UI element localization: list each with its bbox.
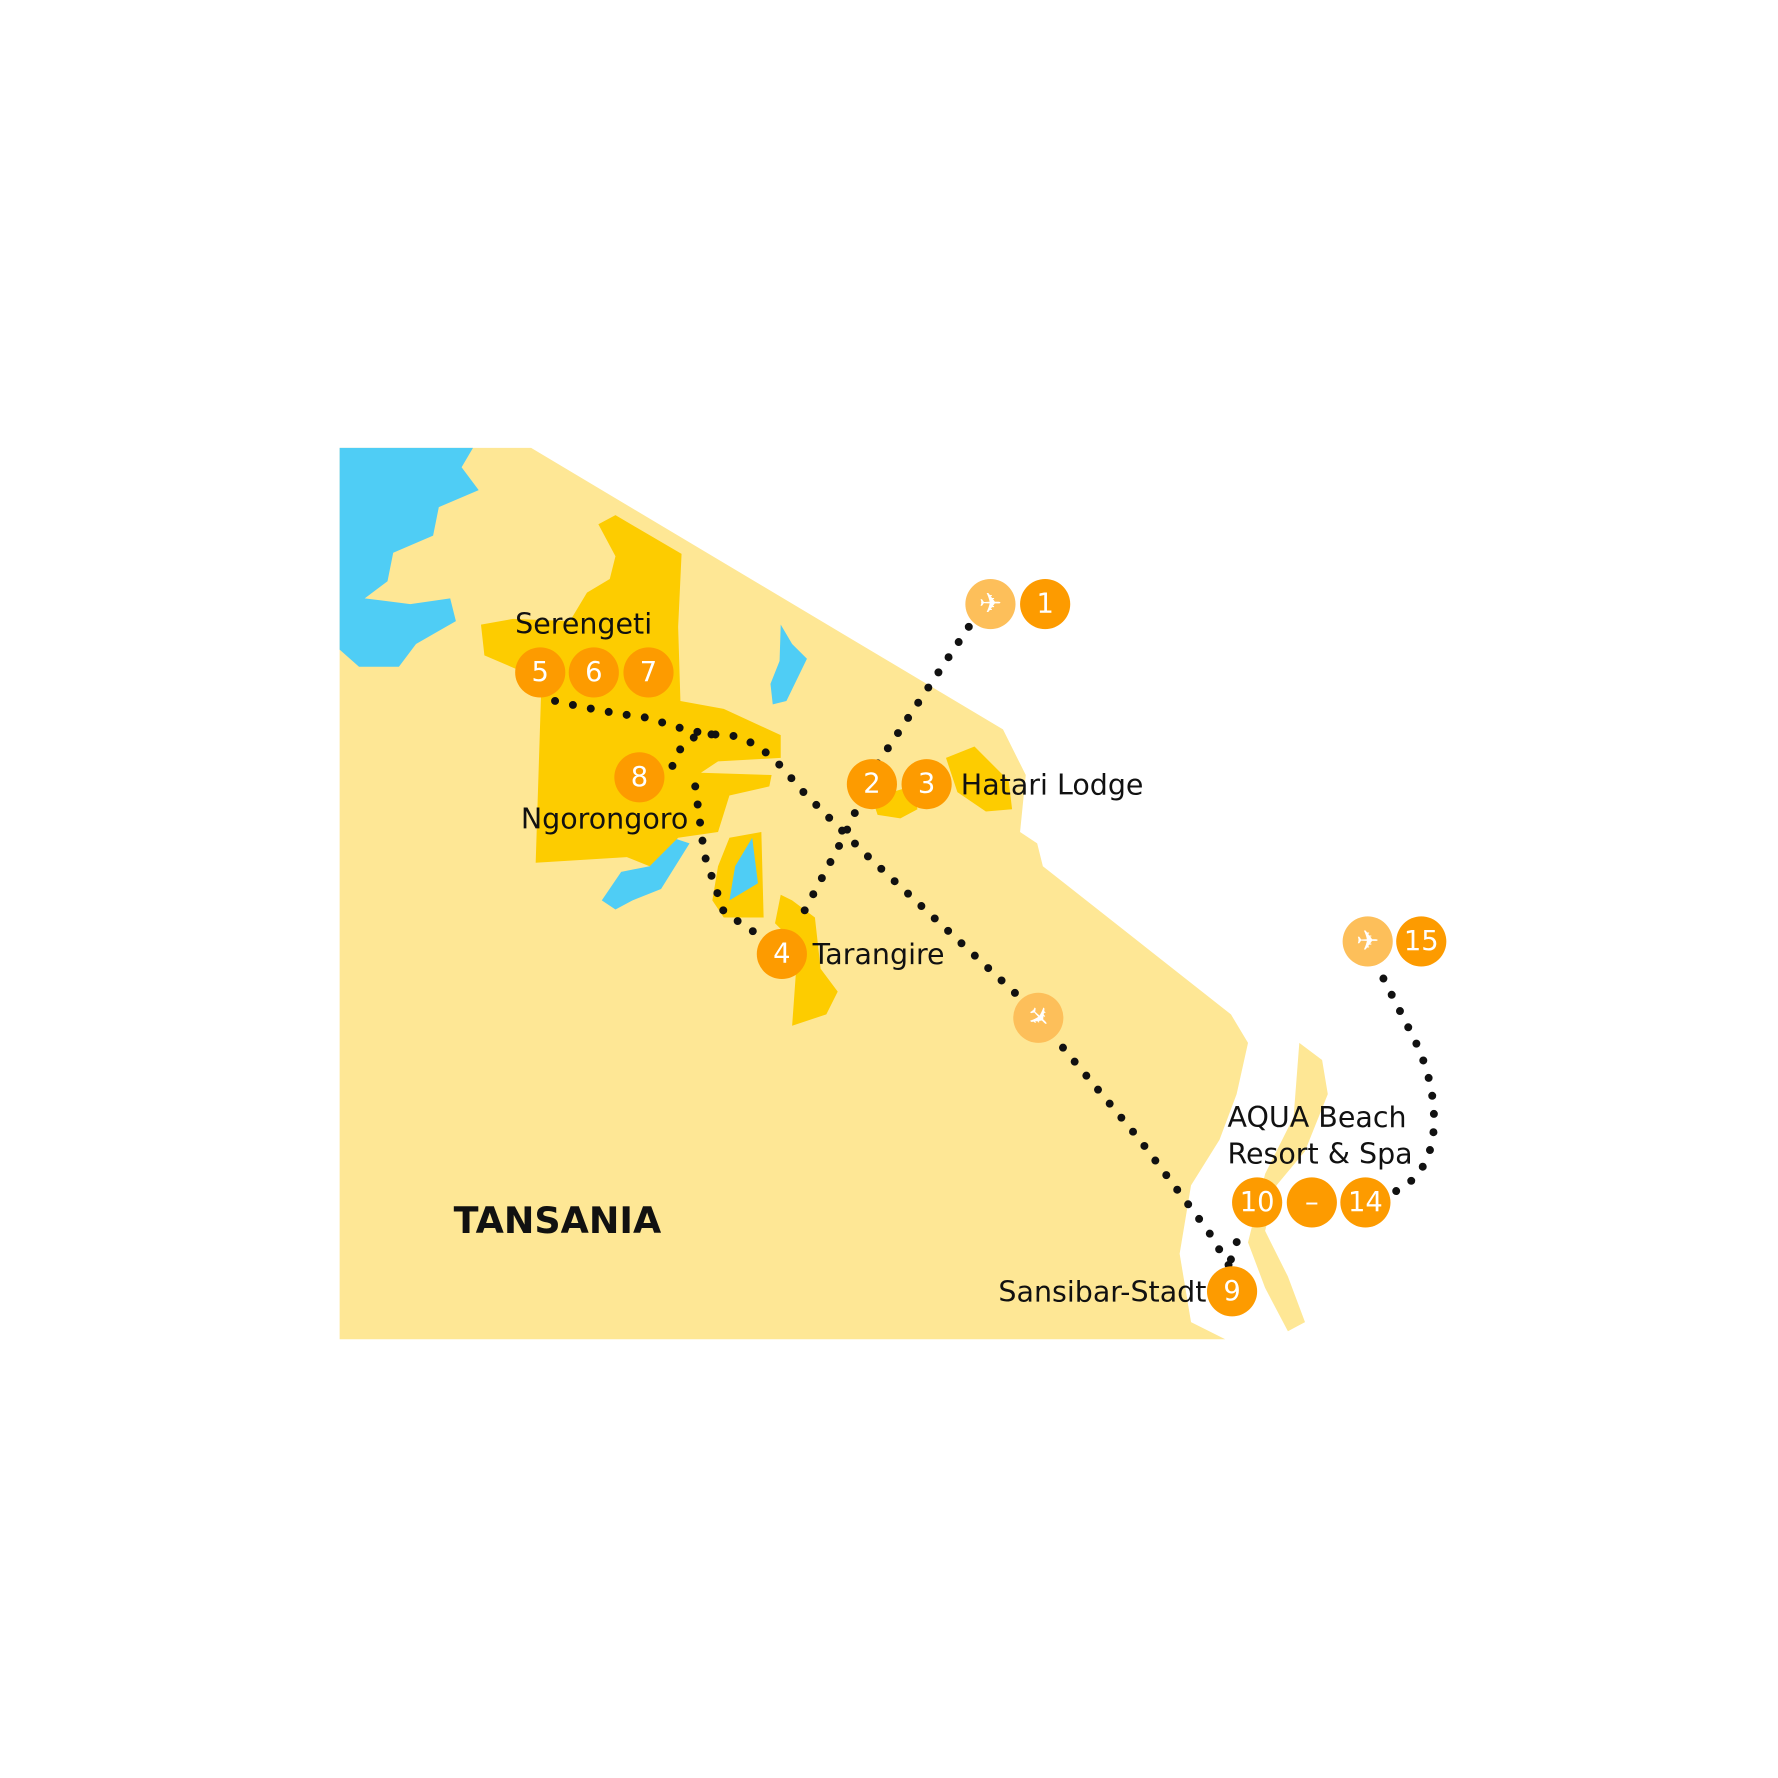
svg-text:14: 14 [1348, 1187, 1383, 1218]
route-zanzibar-hotel [1226, 1221, 1247, 1264]
stop-day-9[interactable]: 9 [1206, 1266, 1258, 1317]
svg-text:5: 5 [532, 657, 549, 688]
route-departure [1377, 970, 1438, 1196]
stop-day-2[interactable]: 2 [846, 759, 897, 810]
route-ngorongoro [668, 730, 762, 939]
lake-victoria [339, 447, 479, 667]
label-ngorongoro: Ngorongoro [521, 803, 688, 836]
stop-day-15[interactable]: 15 [1396, 916, 1447, 967]
lake-manyara [729, 837, 758, 901]
svg-text:–: – [1305, 1187, 1319, 1218]
stop-range-dash: – [1286, 1177, 1337, 1228]
stop-day-4[interactable]: 4 [756, 928, 807, 980]
svg-text:6: 6 [585, 657, 602, 688]
lake-eyasi [601, 837, 690, 910]
lake-natron [770, 624, 807, 705]
label-sansibar-stadt: Sansibar-Stadt [998, 1276, 1206, 1309]
svg-text:15: 15 [1404, 926, 1439, 957]
domestic-flight-plane-icon: ✈ [1013, 992, 1064, 1043]
zanzibar-island [1248, 1042, 1328, 1332]
svg-text:9: 9 [1223, 1276, 1240, 1307]
svg-text:4: 4 [773, 938, 790, 969]
stop-day-7[interactable]: 7 [623, 647, 674, 698]
svg-text:✈: ✈ [1356, 926, 1379, 957]
stop-day-14[interactable]: 14 [1340, 1177, 1391, 1228]
arrival-plane-icon: ✈ [965, 578, 1016, 630]
label-aqua-beach: AQUA Beach [1228, 1101, 1407, 1134]
label-serengeti: Serengeti [515, 608, 652, 641]
svg-text:2: 2 [863, 769, 880, 800]
svg-text:1: 1 [1036, 589, 1053, 620]
stop-day-6[interactable]: 6 [568, 647, 619, 698]
label-country: TANSANIA [454, 1199, 662, 1242]
label-hatari-lodge: Hatari Lodge [961, 768, 1144, 801]
stop-day-3[interactable]: 3 [901, 759, 952, 810]
route-arrival [793, 622, 973, 928]
serengeti-park [480, 515, 781, 867]
stop-day-1[interactable]: 1 [1020, 578, 1071, 630]
svg-text:✈: ✈ [979, 589, 1002, 620]
hatari-park [871, 746, 1013, 819]
stop-day-5[interactable]: 5 [515, 647, 566, 698]
label-tarangire: Tarangire [812, 938, 945, 971]
departure-plane-icon: ✈ [1342, 916, 1393, 967]
tarangire-park [775, 894, 838, 1026]
svg-text:8: 8 [631, 762, 648, 793]
label-resort-spa: Resort & Spa [1228, 1138, 1413, 1171]
stop-day-8[interactable]: 8 [614, 752, 665, 803]
svg-text:10: 10 [1240, 1187, 1275, 1218]
svg-text:3: 3 [918, 769, 935, 800]
svg-text:7: 7 [640, 657, 657, 688]
stop-day-10[interactable]: 10 [1232, 1177, 1283, 1228]
